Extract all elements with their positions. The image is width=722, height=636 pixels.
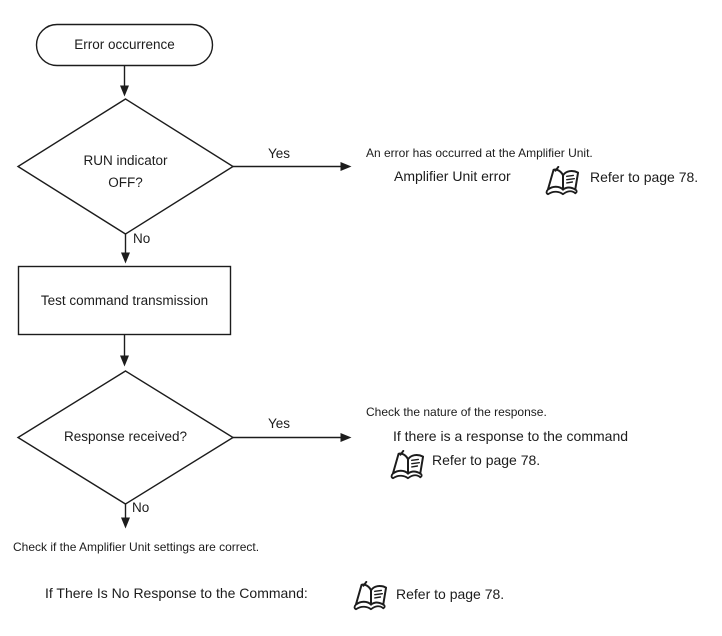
decision1-label-line1: RUN indicator [83,153,168,168]
decision1-label-line2: OFF? [108,175,143,190]
decision2-no-label: No [132,500,150,515]
open-book-icon [351,581,391,613]
process1-label: Test command transmission [40,293,209,308]
decision1-label: RUN indicator OFF? [18,150,233,194]
decision2-yes-label: Yes [268,416,291,431]
decision1-no-label: No [133,231,151,246]
branch1-line1: An error has occurred at the Amplifier U… [366,146,593,160]
bottom-check-text: Check if the Amplifier Unit settings are… [13,540,260,554]
start-node-label: Error occurrence [74,37,175,52]
branch1-refer: Refer to page 78. [590,169,699,185]
branch1-line2: Amplifier Unit error [394,168,511,184]
decision1-yes-label: Yes [268,146,291,161]
branch2-refer: Refer to page 78. [432,452,541,468]
decision2-label: Response received? [63,429,188,444]
open-book-icon [388,450,428,482]
open-book-icon [543,166,583,198]
branch2-line1: Check the nature of the response. [366,405,547,419]
bottom-no-response-text: If There Is No Response to the Command: [45,585,308,601]
bottom-refer: Refer to page 78. [396,586,505,602]
branch2-line2: If there is a response to the command [393,428,629,444]
